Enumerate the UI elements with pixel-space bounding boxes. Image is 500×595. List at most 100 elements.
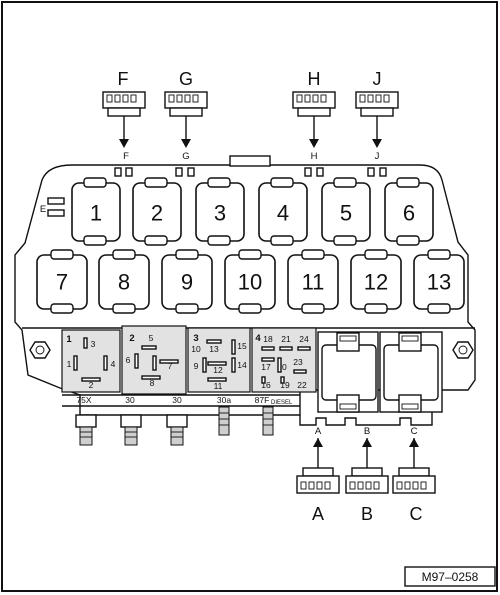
side-connector-E-label: E: [40, 204, 46, 215]
relay-label-3: 3: [214, 201, 226, 226]
pcb-group-4-pin-23: 23: [293, 357, 303, 367]
pcb-group-1-title: 1: [66, 334, 72, 345]
connector-C-socket-label: C: [411, 426, 418, 437]
relay-row-2: 7 8 9 10 11 12: [36, 249, 465, 314]
pcb-group-4-pin-16: 16: [261, 380, 271, 390]
pcb-group-3: 3 10 13 15 9 14 12 11: [187, 327, 251, 393]
pcb-group-4-pin-21: 21: [281, 334, 291, 344]
relay-slot-6[interactable]: 6: [384, 177, 434, 246]
connector-J: J J: [355, 69, 399, 162]
connector-B-socket-label: B: [364, 426, 370, 437]
relay-slot-3[interactable]: 3: [195, 177, 245, 246]
relay-label-13: 13: [427, 270, 451, 295]
connector-H: H H: [292, 69, 336, 162]
relay-slot-10[interactable]: 10: [224, 249, 276, 314]
pcb-group-4-pin-22: 22: [297, 380, 307, 390]
terminal-stud-30-a: [120, 414, 142, 446]
relay-label-12: 12: [364, 270, 388, 295]
connector-G-socket-label: G: [182, 151, 189, 162]
terminal-stud-87f: [262, 406, 274, 436]
connector-B: B B: [345, 426, 389, 524]
terminal-stud-30a: [218, 406, 230, 436]
connector-G-label: G: [179, 69, 193, 89]
pcb-group-3-pin-9: 9: [194, 361, 199, 371]
connector-J-label: J: [373, 69, 382, 89]
connector-H-socket-label: H: [311, 151, 318, 162]
pcb-group-3-pin-10: 10: [191, 344, 201, 354]
relay-slot-8[interactable]: 8: [98, 249, 150, 314]
terminal-label-75x: 75X: [76, 395, 91, 405]
relay-slot-9[interactable]: 9: [161, 249, 213, 314]
relay-label-8: 8: [118, 270, 130, 295]
pcb-group-2-pin-6: 6: [126, 355, 131, 365]
relay-label-4: 4: [277, 201, 289, 226]
relay-slot-7[interactable]: 7: [36, 249, 88, 314]
connector-G: G G: [164, 69, 208, 162]
pcb-group-2-pin-7: 7: [168, 361, 173, 371]
relay-label-11: 11: [302, 270, 325, 295]
relay-label-9: 9: [181, 270, 193, 295]
relay-slot-2[interactable]: 2: [132, 177, 182, 246]
connector-A: A A: [296, 426, 340, 524]
connector-A-label: A: [312, 504, 324, 524]
relay-label-5: 5: [340, 201, 352, 226]
relay-label-7: 7: [56, 270, 68, 295]
pcb-group-3-pin-12: 12: [213, 365, 223, 375]
connector-C-label: C: [410, 504, 423, 524]
relay-slot-4[interactable]: 4: [258, 177, 308, 246]
connector-J-socket-label: J: [375, 151, 380, 162]
relay-label-2: 2: [151, 201, 163, 226]
connector-B-label: B: [361, 504, 373, 524]
fuse-holder-VI[interactable]: VI: [379, 330, 443, 413]
pcb-group-2-pin-5: 5: [149, 333, 154, 343]
side-connector-E: E: [40, 197, 65, 217]
reference-code: M97–0258: [422, 570, 479, 584]
pcb-group-4-pin-19: 19: [280, 380, 290, 390]
connector-C: C C: [392, 426, 436, 524]
terminal-note-diesel: DIESEL: [271, 400, 293, 406]
relay-label-1: 1: [90, 201, 102, 226]
relay-slot-13[interactable]: 13: [413, 249, 465, 314]
pcb-group-4-pin-20: 20: [277, 362, 287, 372]
fuse-holder-V[interactable]: V: [317, 330, 379, 413]
connector-F-label: F: [118, 69, 129, 89]
pcb-group-2-pin-8: 8: [150, 378, 155, 388]
mounting-lug-right: [452, 341, 474, 359]
connector-F: F F: [102, 69, 146, 162]
pcb-group-4-pin-17: 17: [261, 362, 271, 372]
pcb-group-3-pin-13: 13: [209, 344, 219, 354]
pcb-group-3-pin-15: 15: [237, 341, 247, 351]
pcb-group-4: 4 18 21 24 17 20 23 16 19 22: [251, 327, 317, 393]
pcb-group-1-pin-4: 4: [111, 359, 116, 369]
relay-row-1: 1 2 3 4 5 6: [71, 177, 434, 246]
relay-slot-12[interactable]: 12: [350, 249, 402, 314]
connector-A-socket-label: A: [315, 426, 322, 437]
relay-slot-11[interactable]: 11: [287, 249, 339, 314]
terminal-stud-75x: [75, 414, 97, 446]
pcb-group-1-pin-3: 3: [91, 339, 96, 349]
pcb-group-3-title: 3: [193, 333, 198, 344]
pcb-group-4-pin-18: 18: [263, 334, 273, 344]
relay-slot-1[interactable]: 1: [71, 177, 121, 246]
terminal-label-30a: 30a: [217, 395, 231, 405]
terminal-label-30-b: 30: [172, 395, 182, 405]
relay-label-6: 6: [403, 201, 415, 226]
relay-slot-5[interactable]: 5: [321, 177, 371, 246]
reference-code-box: M97–0258: [404, 566, 496, 587]
pcb-group-3-pin-14: 14: [237, 360, 247, 370]
pcb-group-4-pin-24: 24: [299, 334, 309, 344]
pcb-group-3-pin-11: 11: [214, 381, 223, 391]
pcb-group-2-title: 2: [129, 333, 134, 344]
terminal-stud-30-b: [166, 414, 188, 446]
pcb-group-4-title: 4: [255, 333, 261, 344]
pcb-group-2: 2 5 6 7 8: [121, 325, 187, 395]
terminal-label-30-a: 30: [125, 395, 135, 405]
housing-top-tab: [229, 155, 271, 167]
connector-F-socket-label: F: [123, 151, 129, 162]
terminal-label-87f: 87F: [255, 395, 270, 405]
pcb-group-1-pin-2: 2: [89, 380, 94, 390]
mounting-lug-left: [29, 341, 51, 359]
